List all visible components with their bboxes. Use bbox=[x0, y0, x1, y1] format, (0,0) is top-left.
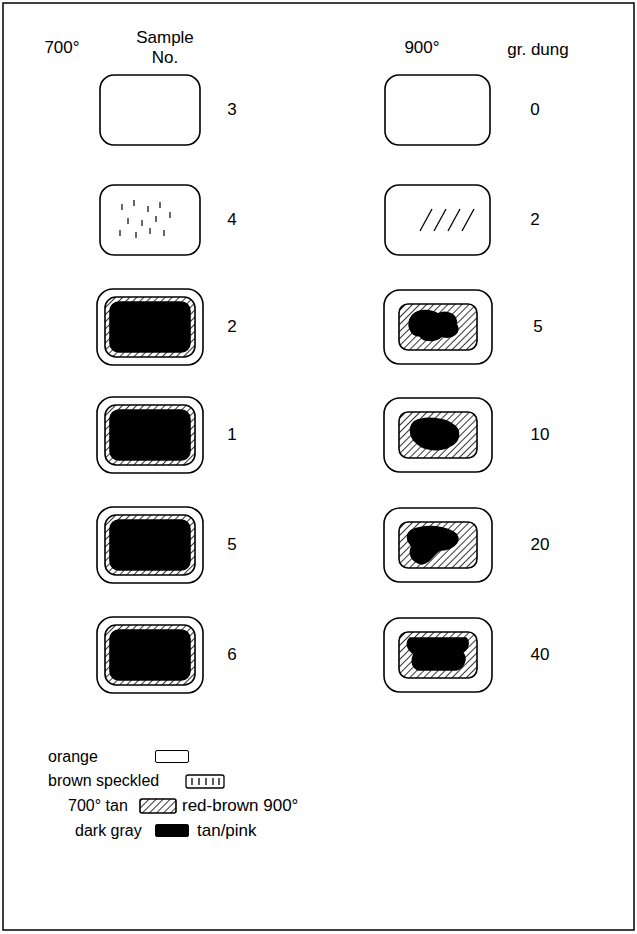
row-number: 6 bbox=[227, 645, 236, 665]
column-heading: 700° bbox=[44, 38, 79, 58]
legend-label: tan/pink bbox=[197, 821, 257, 841]
column-heading: 900° bbox=[404, 38, 439, 58]
legend-text: orange bbox=[48, 748, 98, 766]
column-heading: gr. dung bbox=[507, 40, 568, 60]
legend-text: dark gray bbox=[75, 822, 142, 840]
row-number: 0 bbox=[530, 100, 539, 120]
row-number: 1 bbox=[227, 425, 236, 445]
row-number: 10 bbox=[531, 425, 550, 445]
row-number: 4 bbox=[227, 210, 236, 230]
legend-swatch bbox=[155, 824, 189, 837]
row-number: 20 bbox=[531, 535, 550, 555]
row-number: 2 bbox=[227, 317, 236, 337]
legend-swatch bbox=[155, 750, 189, 763]
row-number: 2 bbox=[530, 210, 539, 230]
row-number: 40 bbox=[531, 645, 550, 665]
row-number: 5 bbox=[227, 535, 236, 555]
legend-text: brown speckled bbox=[48, 772, 159, 790]
legend-label: red-brown 900° bbox=[182, 796, 298, 816]
legend-text: 700° tan bbox=[68, 797, 128, 815]
column-heading: Sample No. bbox=[130, 28, 200, 67]
row-number: 5 bbox=[533, 317, 542, 337]
row-number: 3 bbox=[227, 100, 236, 120]
